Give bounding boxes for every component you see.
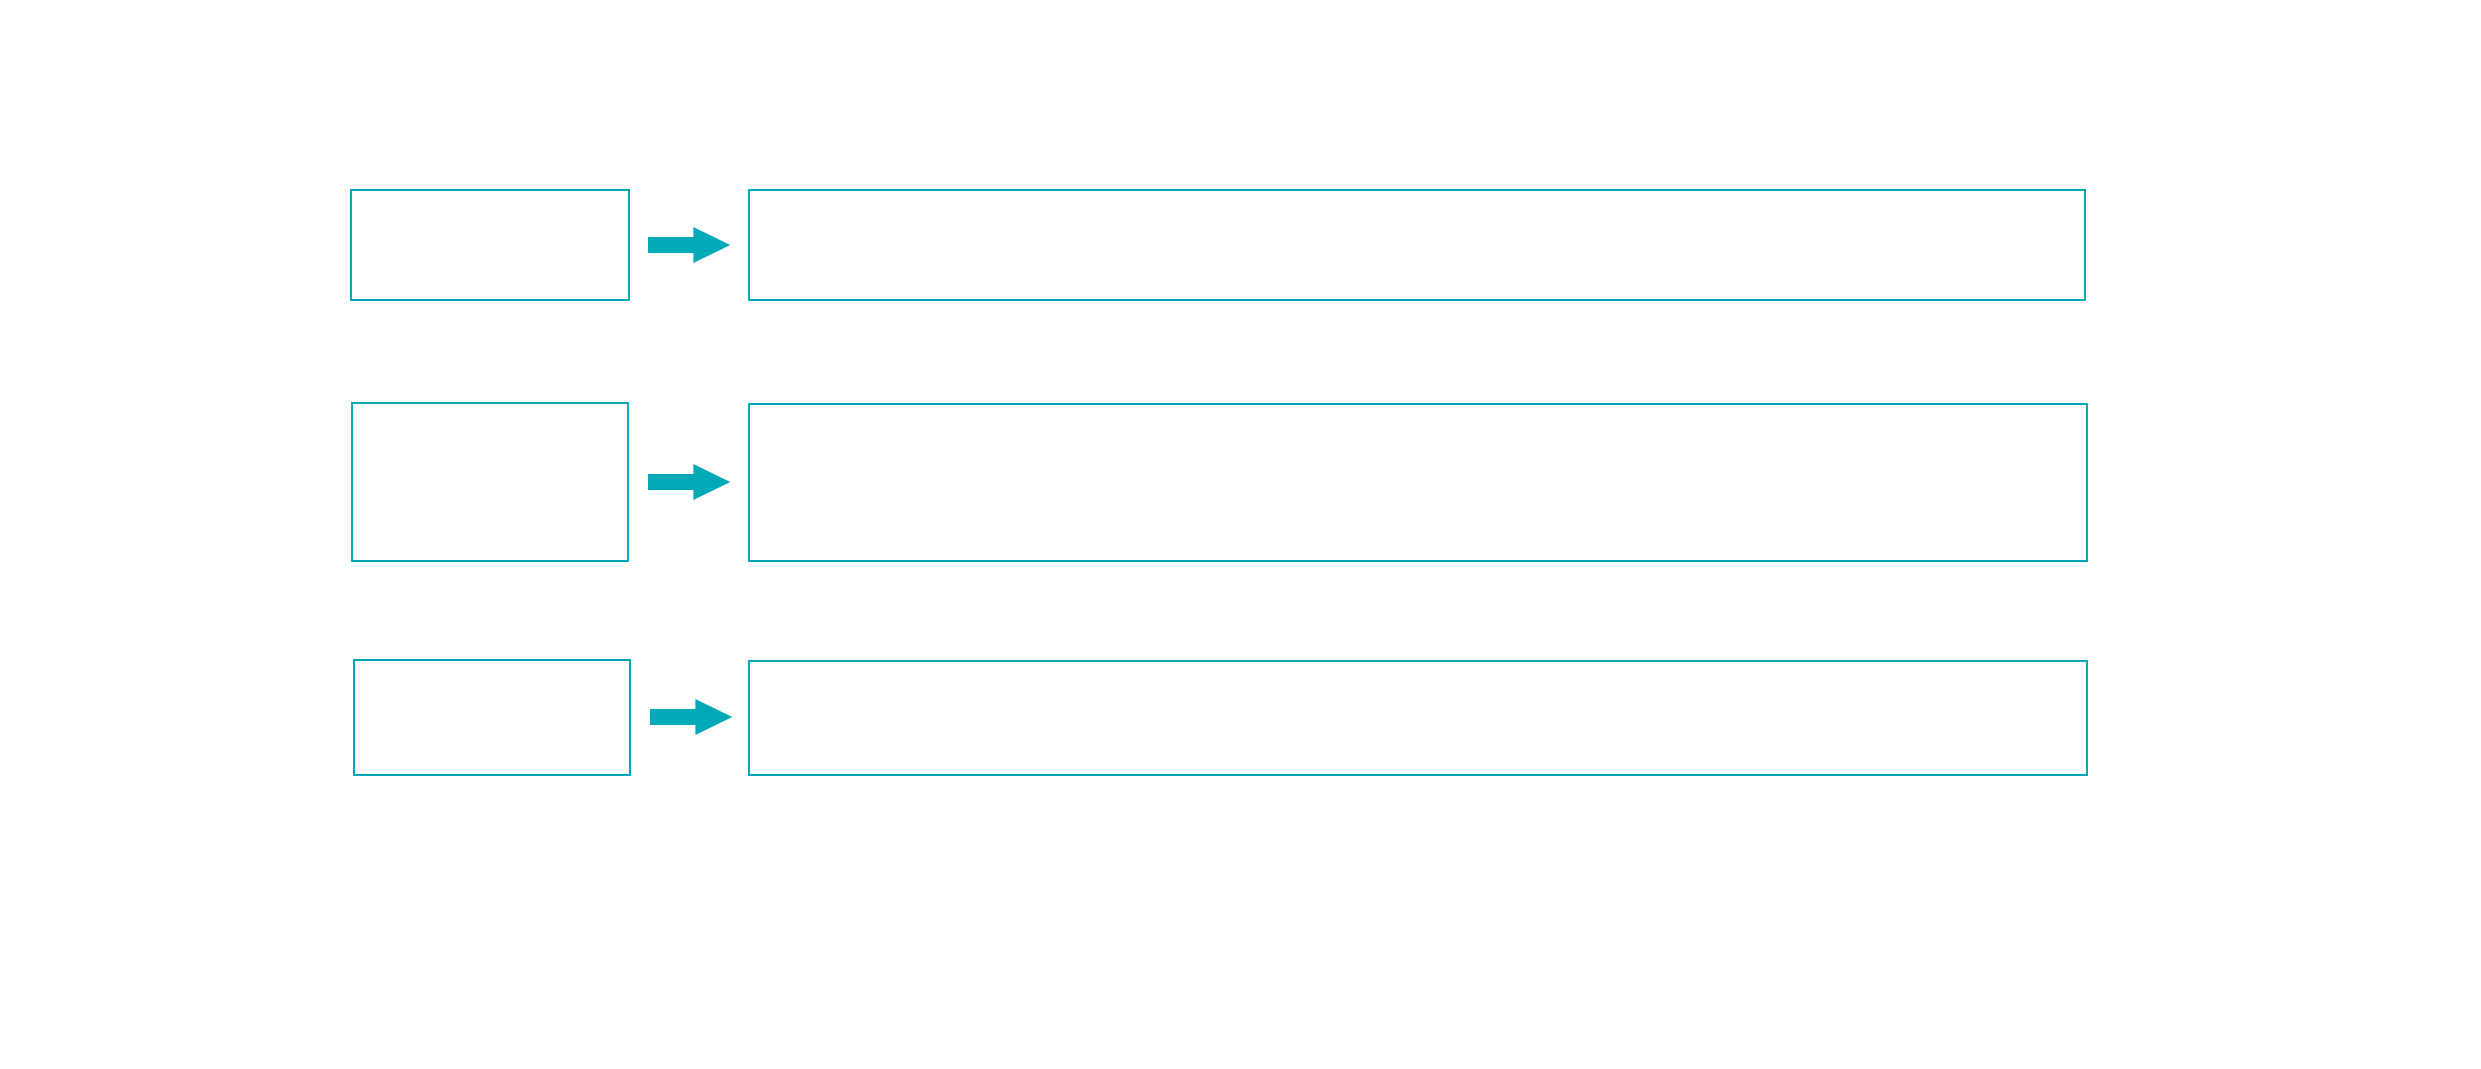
row3-target-box	[748, 660, 2088, 776]
arrow-right-icon	[648, 462, 732, 502]
arrow-right-icon	[648, 225, 732, 265]
row1-target-box	[748, 189, 2086, 301]
row3-source-box	[353, 659, 631, 776]
arrow-right-icon	[650, 697, 734, 737]
row1-source-box	[350, 189, 630, 301]
row2-target-box	[748, 403, 2088, 562]
row2-source-box	[351, 402, 629, 562]
